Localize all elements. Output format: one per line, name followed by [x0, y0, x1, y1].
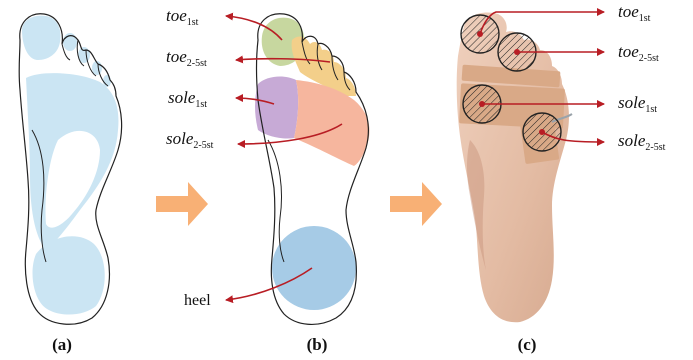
region-sole1 — [255, 77, 298, 139]
panel-c: toe1st toe2-5st sole1st sole2-5st (c) — [457, 2, 666, 354]
panel-a: (a) — [19, 14, 122, 354]
label-b-toe1: toe1st — [166, 6, 199, 28]
panel-a-heel-region — [33, 236, 105, 314]
caption-b: (b) — [307, 335, 328, 354]
region-heel — [272, 226, 356, 310]
label-b-sole1: sole1st — [168, 88, 207, 110]
label-c-sole25: sole2-5st — [618, 131, 666, 153]
label-c-toe1: toe1st — [618, 2, 651, 24]
label-b-toe25: toe2-5st — [166, 47, 207, 69]
label-c-toe25: toe2-5st — [618, 42, 659, 64]
label-c-sole1: sole1st — [618, 93, 657, 115]
label-b-sole25: sole2-5st — [166, 129, 214, 151]
process-arrow-1 — [156, 182, 208, 226]
label-b-heel: heel — [184, 292, 211, 309]
caption-a: (a) — [52, 335, 72, 354]
region-sole25 — [294, 80, 369, 166]
caption-c: (c) — [518, 335, 537, 354]
panel-a-toe1-region — [22, 16, 60, 60]
process-arrow-2 — [390, 182, 442, 226]
panel-b: toe1st toe2-5st sole1st sole2-5st heel (… — [166, 6, 369, 354]
